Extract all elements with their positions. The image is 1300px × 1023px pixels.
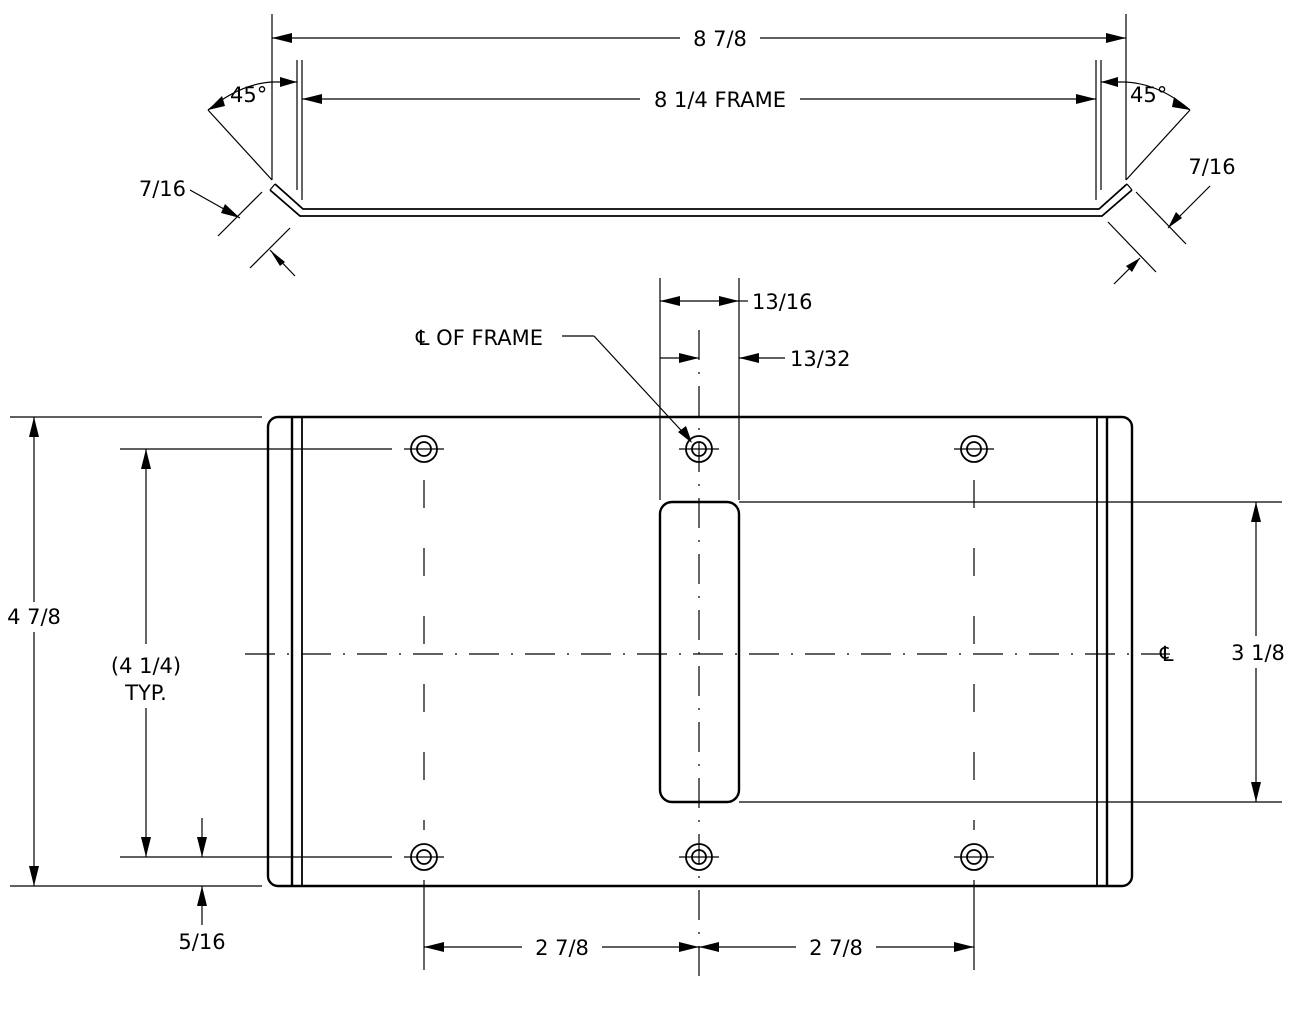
arrowhead <box>1126 258 1140 272</box>
arrowhead <box>699 942 719 952</box>
arrowhead <box>280 77 297 87</box>
dim-flange-left: 7/16 <box>139 177 186 201</box>
dim-slot-height: 3 1/8 <box>1231 641 1285 665</box>
arrowhead <box>29 417 39 437</box>
dim-overall-height: 4 7/8 <box>7 605 61 629</box>
centerline-symbol: ℄ <box>1159 642 1174 666</box>
mounting-holes <box>404 435 994 871</box>
angle-arc <box>1125 81 1191 111</box>
frame-plate-outline <box>266 415 1134 888</box>
dim-slot-offset: 13/32 <box>790 347 851 371</box>
angle-ext-line <box>1125 109 1191 181</box>
leader-line <box>593 335 691 441</box>
mounting-hole <box>954 435 994 463</box>
channel-profile-outer <box>269 189 1133 217</box>
arrowhead <box>270 250 285 266</box>
arrowhead <box>221 204 240 218</box>
mounting-hole <box>404 843 444 871</box>
arrowhead <box>29 866 39 886</box>
flange-ext-line <box>1107 221 1157 273</box>
dim-angle-left: 45° <box>230 83 267 107</box>
arrowhead <box>197 837 207 857</box>
mounting-hole <box>404 435 444 463</box>
arrowhead <box>719 296 739 306</box>
dim-frame-width: 8 1/4 FRAME <box>654 88 786 112</box>
arrowhead <box>141 837 151 857</box>
section-view: 8 7/8 8 1/4 FRAME 45° 45° 7/16 <box>130 14 1236 285</box>
arrowhead <box>739 353 759 363</box>
arrowhead <box>1076 94 1096 104</box>
dim-angle-right: 45° <box>1130 83 1167 107</box>
arrowhead <box>208 96 225 110</box>
arrowhead <box>1251 502 1261 522</box>
dim-overall-width: 8 7/8 <box>693 27 747 51</box>
mounting-hole <box>954 843 994 871</box>
dim-typ-note: TYP. <box>124 681 167 705</box>
dim-hole-spacing-right: 2 7/8 <box>809 936 863 960</box>
angle-ext-line <box>207 109 273 181</box>
arrowhead <box>1101 77 1118 87</box>
flange-ext-line <box>217 191 263 237</box>
arrowhead <box>272 33 292 43</box>
plan-view: ℄ 13/16 13/32 ℄ OF FRAME <box>4 278 1294 985</box>
channel-profile-inner <box>274 183 1128 210</box>
mounting-hole <box>679 843 719 871</box>
arrowhead <box>141 449 151 469</box>
arrowhead <box>954 942 974 952</box>
arrowhead <box>1172 97 1190 110</box>
label-frame-centerline: ℄ OF FRAME <box>415 326 543 350</box>
arrowhead <box>679 942 699 952</box>
flange-tips <box>269 183 1133 191</box>
flange-ext-line <box>249 227 291 269</box>
arrowhead <box>197 886 207 906</box>
arrowhead <box>302 94 322 104</box>
arrowhead <box>678 426 692 443</box>
arrowhead <box>679 353 699 363</box>
dim-flange-right: 7/16 <box>1188 155 1235 179</box>
dim-hole-spacing-vertical: (4 1/4) <box>111 654 181 678</box>
mounting-hole <box>679 435 719 463</box>
arrowhead <box>1251 782 1261 802</box>
dim-hole-spacing-left: 2 7/8 <box>535 936 589 960</box>
dim-edge-offset: 5/16 <box>178 930 225 954</box>
dim-slot-width: 13/16 <box>752 290 813 314</box>
arrowhead <box>660 296 680 306</box>
arrowhead <box>1168 212 1182 228</box>
arrowhead <box>1106 33 1126 43</box>
arrowhead <box>424 942 444 952</box>
flange-ext-line <box>1135 191 1187 245</box>
